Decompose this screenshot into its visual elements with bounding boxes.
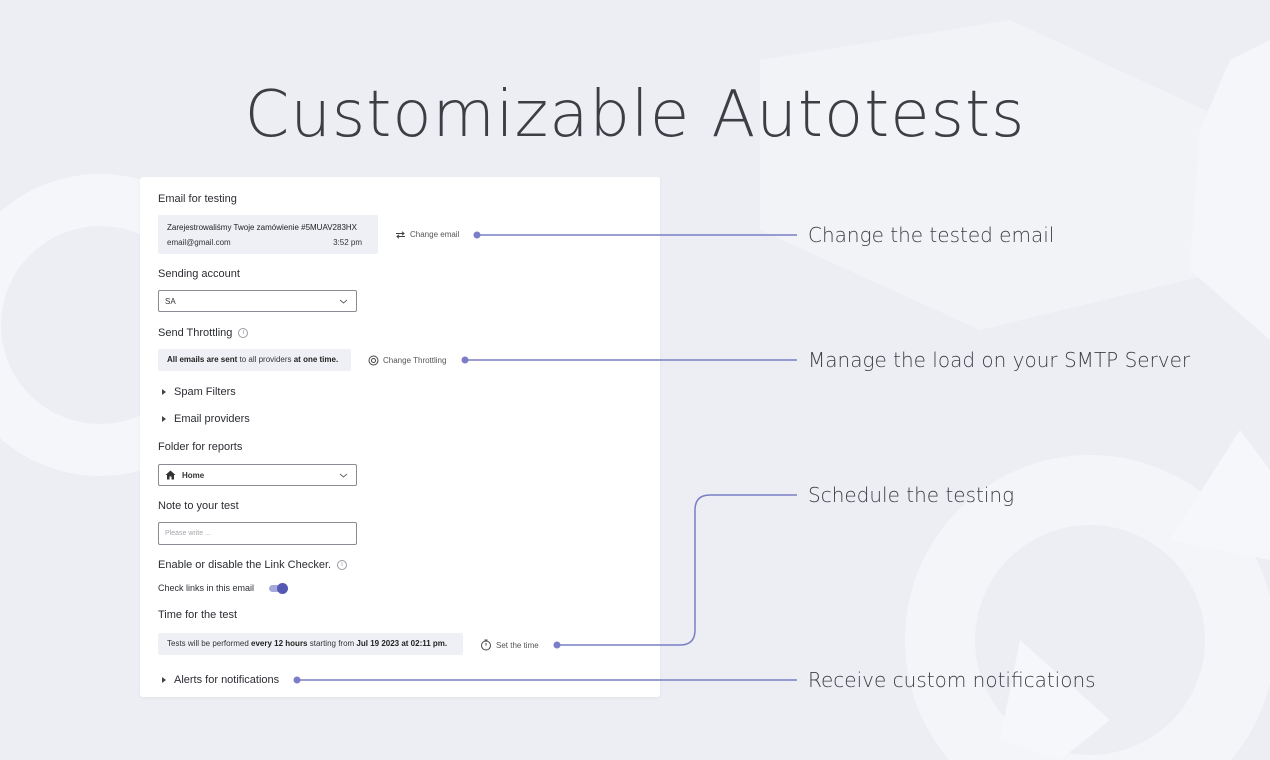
change-email-label: Change email bbox=[410, 230, 460, 239]
throttling-row: Send Throttling i bbox=[158, 327, 249, 339]
email-address: email@gmail.com bbox=[167, 238, 231, 247]
folder-select[interactable]: Home bbox=[158, 464, 357, 486]
swap-arrows-icon bbox=[396, 230, 405, 239]
folder-value: Home bbox=[182, 471, 205, 480]
link-checker-toggle[interactable] bbox=[269, 583, 288, 594]
callout-change-email: Change the tested email bbox=[808, 223, 1055, 247]
caret-right-icon bbox=[162, 416, 166, 422]
throttling-summary: All emails are sent to all providers at … bbox=[158, 349, 351, 371]
spam-filters-toggle[interactable]: Spam Filters bbox=[162, 386, 236, 398]
note-input[interactable]: Please write ... bbox=[158, 522, 357, 545]
time-summary-part4: Jul 19 2023 at 02:11 pm. bbox=[356, 639, 448, 648]
info-icon[interactable]: i bbox=[337, 560, 348, 571]
email-section-label: Email for testing bbox=[158, 193, 237, 205]
time-summary-part1: Tests will be performed bbox=[167, 639, 252, 648]
throttling-label: Send Throttling bbox=[158, 327, 233, 339]
tested-email-preview: Zarejestrowaliśmy Twoje zamówienie #5MUA… bbox=[158, 215, 378, 254]
callout-notifications: Receive custom notifications bbox=[808, 668, 1096, 692]
spam-filters-label: Spam Filters bbox=[174, 386, 236, 398]
sending-account-label: Sending account bbox=[158, 268, 240, 280]
set-time-button[interactable]: Set the time bbox=[480, 639, 539, 651]
throttling-summary-part2: to all providers bbox=[237, 355, 294, 364]
email-providers-toggle[interactable]: Email providers bbox=[162, 413, 250, 425]
change-throttling-label: Change Throttling bbox=[383, 356, 447, 365]
check-links-label: Check links in this email bbox=[158, 583, 255, 593]
note-label: Note to your test bbox=[158, 500, 239, 512]
sending-account-select[interactable]: SA bbox=[158, 290, 357, 312]
change-email-button[interactable]: Change email bbox=[395, 230, 459, 239]
time-summary-part3: starting from bbox=[307, 639, 357, 648]
throttling-summary-part1: All emails are sent bbox=[167, 355, 238, 364]
email-providers-label: Email providers bbox=[174, 413, 250, 425]
note-placeholder: Please write ... bbox=[165, 530, 211, 537]
link-checker-row: Enable or disable the Link Checker. i bbox=[158, 559, 348, 571]
throttling-summary-part3: at one time. bbox=[293, 355, 339, 364]
time-summary-part2: every 12 hours bbox=[251, 639, 308, 648]
home-icon bbox=[165, 470, 176, 480]
time-summary: Tests will be performed every 12 hours s… bbox=[158, 633, 463, 655]
folder-label: Folder for reports bbox=[158, 441, 243, 453]
connector-dot bbox=[461, 356, 469, 364]
email-time: 3:52 pm bbox=[333, 238, 362, 247]
connector-dot bbox=[473, 231, 481, 239]
gauge-icon bbox=[368, 355, 379, 366]
callout-schedule: Schedule the testing bbox=[808, 483, 1015, 507]
hero-title: Customizable Autotests bbox=[244, 78, 1026, 152]
sending-account-value: SA bbox=[165, 297, 176, 306]
connector-dot bbox=[553, 641, 561, 649]
info-icon[interactable]: i bbox=[238, 328, 249, 339]
alerts-label: Alerts for notifications bbox=[174, 674, 280, 686]
caret-right-icon bbox=[162, 677, 166, 683]
chevron-down-icon bbox=[339, 473, 348, 478]
connector-dot bbox=[293, 676, 301, 684]
connector-schedule bbox=[557, 494, 797, 646]
alerts-toggle[interactable]: Alerts for notifications bbox=[162, 674, 279, 686]
change-throttling-button[interactable]: Change Throttling bbox=[368, 355, 446, 366]
toggle-knob bbox=[277, 583, 288, 594]
chevron-down-icon bbox=[339, 299, 348, 304]
caret-right-icon bbox=[162, 389, 166, 395]
link-checker-label: Enable or disable the Link Checker. bbox=[158, 559, 332, 571]
callout-manage-load: Manage the load on your SMTP Server bbox=[808, 348, 1191, 372]
timer-icon bbox=[481, 639, 491, 651]
autotest-settings-card: Email for testing Zarejestrowaliśmy Twoj… bbox=[140, 177, 660, 697]
set-time-label: Set the time bbox=[496, 640, 539, 650]
email-subject: Zarejestrowaliśmy Twoje zamówienie #5MUA… bbox=[167, 223, 357, 232]
time-label: Time for the test bbox=[158, 609, 238, 621]
